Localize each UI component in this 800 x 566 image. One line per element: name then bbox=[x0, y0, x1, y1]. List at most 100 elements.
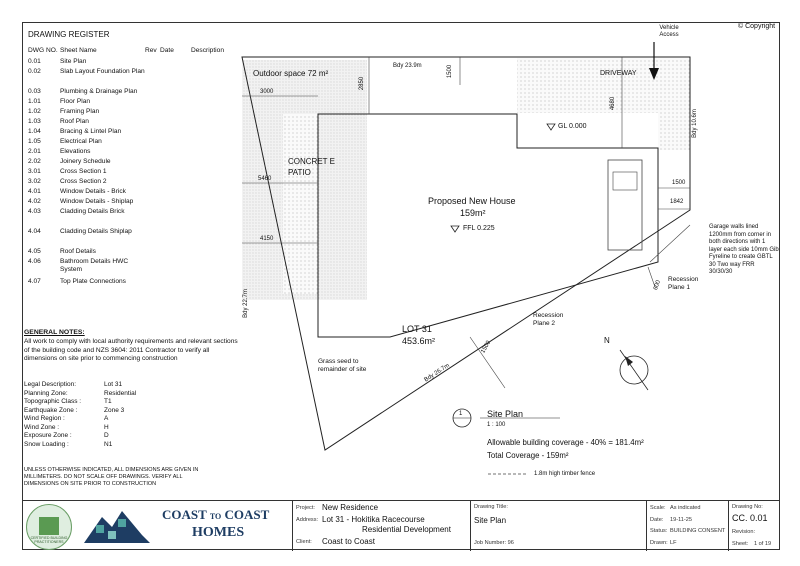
register-row-number: 1.01 bbox=[28, 98, 41, 105]
site-info-value: D bbox=[104, 432, 109, 439]
general-notes-title: GENERAL NOTES: bbox=[24, 329, 85, 336]
register-row-name: Site Plan bbox=[60, 58, 87, 65]
garage-wall-note: Garage walls lined 1200mm from corner in… bbox=[709, 224, 779, 275]
register-row-number: 1.04 bbox=[28, 128, 41, 135]
register-row-number: 0.01 bbox=[28, 58, 41, 65]
recession-plane-1: Recession Plane 1 bbox=[668, 276, 699, 291]
sheet-value: 1 of 19 bbox=[754, 541, 772, 547]
site-info-key: Earthquake Zone : bbox=[24, 406, 78, 414]
certified-badge: CERTIFIED BUILDING PRACTITIONERS bbox=[26, 504, 72, 550]
site-info-value: N1 bbox=[104, 440, 113, 448]
register-row-number: 1.02 bbox=[28, 108, 41, 115]
company-name-line2: HOMES bbox=[192, 525, 245, 540]
client-value: Coast to Coast bbox=[322, 537, 375, 546]
badge-text: CERTIFIED BUILDING PRACTITIONERS bbox=[30, 536, 68, 544]
plan-title: Site Plan bbox=[487, 409, 524, 419]
outdoor-space-label: Outdoor space 72 m² bbox=[253, 69, 329, 78]
status-value: BUILDING CONSENT bbox=[670, 528, 726, 534]
project-label: Project: bbox=[296, 505, 315, 511]
lot-boundary bbox=[241, 56, 691, 451]
drawing-title-value: Site Plan bbox=[474, 516, 507, 525]
lot-area: 453.6m² bbox=[402, 336, 436, 346]
scale-value: As indicated bbox=[670, 505, 701, 511]
site-info-key: Topographic Class : bbox=[24, 398, 82, 405]
register-row-name: Bracing & Lintel Plan bbox=[60, 128, 122, 135]
drawn-value: LF bbox=[670, 540, 677, 546]
register-row-number: 4.02 bbox=[28, 198, 41, 205]
status-label: Status: bbox=[650, 528, 668, 534]
dim-bdy-top: Bdy 23.9m bbox=[393, 63, 422, 69]
dimension-lines bbox=[242, 57, 691, 389]
gl-label: GL 0.000 bbox=[558, 123, 587, 130]
recession-plane-2: Recession Plane 2 bbox=[533, 312, 564, 327]
register-row-name: Cladding Details Brick bbox=[60, 208, 125, 215]
register-row-name: Window Details - Shiplap bbox=[60, 198, 134, 205]
register-row-number: 3.01 bbox=[28, 168, 41, 175]
patio-area bbox=[283, 114, 318, 294]
dim-2850: 2850 bbox=[359, 76, 366, 91]
vehicle-access-label: Vehicle Access bbox=[659, 25, 679, 38]
site-info-key: Snow Loading : bbox=[24, 440, 69, 448]
revision-label: Revision: bbox=[732, 529, 756, 535]
company-name-line1: COAST TO COAST bbox=[162, 507, 270, 522]
title-block: CERTIFIED BUILDING PRACTITIONERS COAST T… bbox=[22, 500, 780, 551]
site-info-key: Wind Region : bbox=[24, 415, 65, 422]
dim-4680: 4680 bbox=[610, 96, 617, 111]
dim-1500a: 1500 bbox=[447, 64, 454, 79]
site-info-key: Legal Description: bbox=[24, 381, 77, 388]
address-label: Address: bbox=[296, 517, 319, 523]
register-row-name: Floor Plan bbox=[60, 98, 91, 105]
site-info-value: Zone 3 bbox=[104, 406, 125, 414]
house-outline bbox=[317, 113, 659, 338]
site-info-value: A bbox=[104, 415, 109, 422]
north-arrow-line bbox=[619, 349, 649, 391]
register-row-name: Framing Plan bbox=[60, 108, 100, 115]
title-number: 1 bbox=[459, 411, 463, 417]
company-logo-icon bbox=[82, 505, 152, 545]
north-arrow-head bbox=[625, 356, 633, 366]
ffl-label: FFL 0.225 bbox=[463, 225, 495, 232]
client-label: Client: bbox=[296, 539, 312, 545]
register-row-number: 4.01 bbox=[28, 188, 41, 195]
driveway-label: DRIVEWAY bbox=[600, 70, 637, 77]
register-row-number: 4.05 bbox=[28, 248, 41, 255]
register-row-number: 1.05 bbox=[28, 138, 41, 145]
date-label: Date: bbox=[650, 517, 664, 523]
lot-label: LOT 31 bbox=[402, 324, 432, 334]
register-row-number: 4.06 bbox=[28, 258, 41, 265]
general-notes-text: All work to comply with local authority … bbox=[24, 338, 238, 362]
dim-4150: 4150 bbox=[260, 236, 274, 242]
vehicle-access-arrow bbox=[649, 68, 659, 80]
coverage-total: Total Coverage - 159m² bbox=[487, 451, 569, 460]
coverage-allowed: Allowable building coverage - 40% = 181.… bbox=[487, 438, 644, 447]
register-row-name: Elevations bbox=[60, 148, 91, 155]
register-row-name: Window Details - Brick bbox=[60, 188, 126, 195]
site-info-value: Lot 31 bbox=[104, 381, 123, 388]
register-row-name: Cross Section 2 bbox=[60, 178, 107, 185]
driveway-area bbox=[517, 58, 690, 150]
register-header: DWG NO. Sheet Name Rev Date Description bbox=[28, 47, 224, 54]
register-row-number: 2.01 bbox=[28, 148, 41, 155]
register-row-number: 4.07 bbox=[28, 278, 41, 285]
north-arrow-circle bbox=[619, 355, 649, 385]
fence-label: 1.8m high timber fence bbox=[534, 471, 596, 477]
ffl-marker bbox=[450, 225, 460, 233]
register-row-name: Plumbing & Drainage Plan bbox=[60, 88, 138, 95]
site-info-value: T1 bbox=[104, 398, 112, 405]
copyright: © Copyright bbox=[738, 23, 776, 30]
drawing-title-label: Drawing Title: bbox=[474, 504, 508, 510]
register-row-number: 4.03 bbox=[28, 208, 41, 215]
register-row-number: 4.04 bbox=[28, 228, 41, 235]
dim-bdy-right: Bdy 10.6m bbox=[691, 109, 698, 138]
scale-label: Scale: bbox=[650, 505, 666, 511]
grass-note: Grass seed to remainder of site bbox=[318, 358, 367, 373]
site-info-key: Planning Zone: bbox=[24, 389, 68, 397]
register-row-name: Top Plate Connections bbox=[60, 278, 126, 285]
register-row-name: Slab Layout Foundation Plan bbox=[60, 68, 145, 75]
register-row-number: 0.03 bbox=[28, 88, 41, 95]
house-label: Proposed New House bbox=[428, 196, 516, 206]
register-title: DRAWING REGISTER bbox=[28, 30, 110, 39]
north-label: N bbox=[604, 336, 610, 345]
